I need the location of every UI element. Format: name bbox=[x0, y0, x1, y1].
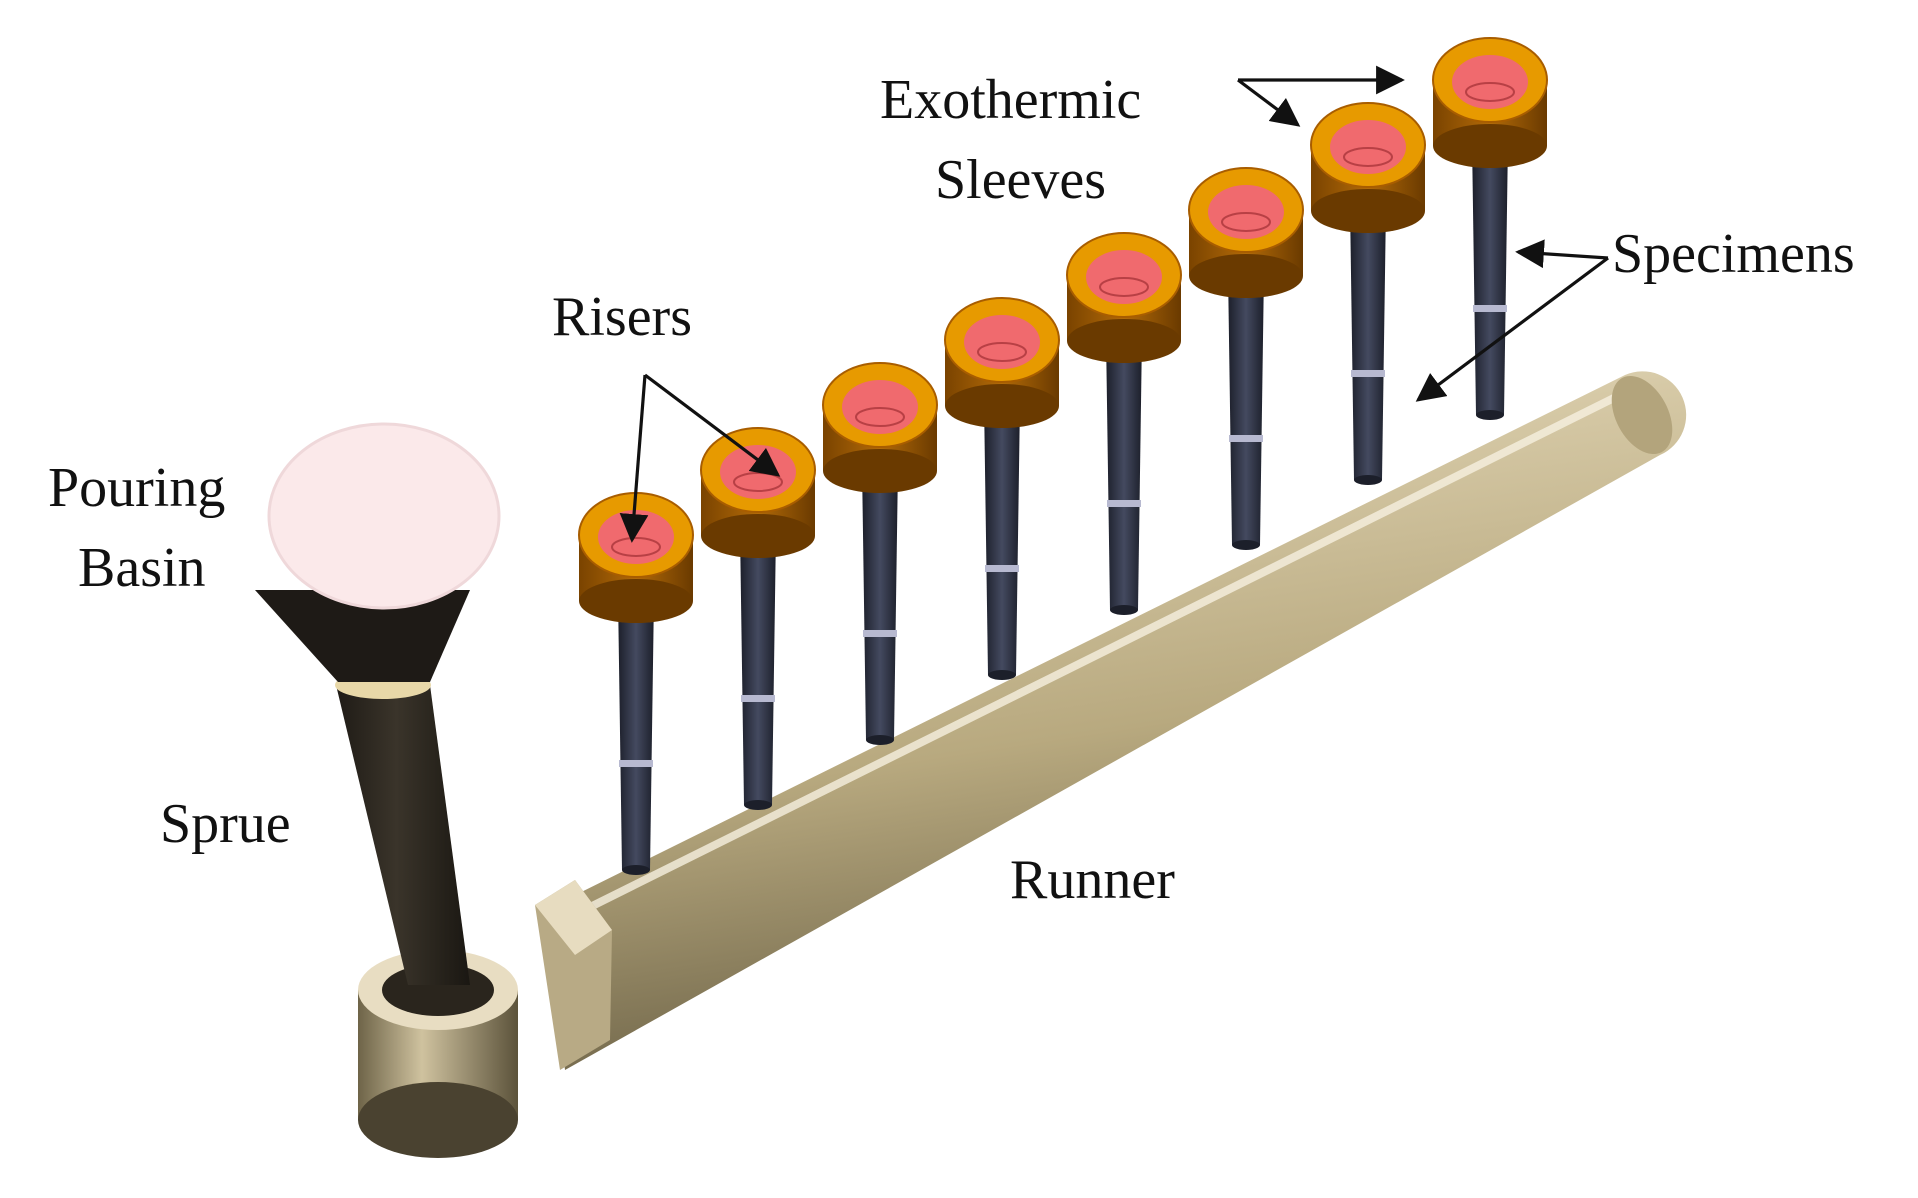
specimen-band bbox=[619, 760, 653, 767]
specimen-foot bbox=[1476, 410, 1504, 420]
sleeve-bottom bbox=[1067, 319, 1181, 363]
riser-neck bbox=[1221, 212, 1271, 232]
pouring-basin bbox=[255, 422, 501, 682]
sleeve-bottom bbox=[701, 514, 815, 558]
specimen-foot bbox=[1354, 475, 1382, 485]
runner-bar bbox=[535, 371, 1687, 1070]
label-sprue: Sprue bbox=[160, 793, 291, 855]
label-pouring-basin-2: Basin bbox=[78, 537, 206, 599]
specimen-band bbox=[985, 565, 1019, 572]
sleeve-bottom bbox=[945, 384, 1059, 428]
specimen-stem bbox=[1106, 335, 1142, 610]
label-exothermic: Exothermic bbox=[880, 69, 1141, 131]
specimen-band bbox=[1107, 500, 1141, 507]
sleeve-bottom bbox=[1433, 124, 1547, 168]
specimen-foot bbox=[622, 865, 650, 875]
riser-neck bbox=[1099, 277, 1149, 297]
riser-neck bbox=[1343, 147, 1393, 167]
riser-neck bbox=[855, 407, 905, 427]
specimens-arrow-1 bbox=[1515, 239, 1609, 269]
specimen-band bbox=[1351, 370, 1385, 377]
risers-arrow-2 bbox=[644, 373, 781, 477]
exothermic-arrow-2 bbox=[1237, 78, 1301, 127]
specimen-foot bbox=[1232, 540, 1260, 550]
label-runner: Runner bbox=[1010, 849, 1175, 911]
specimen-stem bbox=[1472, 140, 1508, 415]
sleeve-rim bbox=[1432, 37, 1548, 123]
sleeve-bottom bbox=[579, 579, 693, 623]
specimen-stem bbox=[984, 400, 1020, 675]
label-pouring-basin-1: Pouring bbox=[48, 457, 225, 519]
sleeve-rim bbox=[700, 427, 816, 513]
sleeve-rim bbox=[944, 297, 1060, 383]
label-sleeves: Sleeves bbox=[935, 149, 1106, 211]
specimen-stem bbox=[862, 465, 898, 740]
specimen-foot bbox=[1110, 605, 1138, 615]
specimen-1 bbox=[578, 492, 694, 875]
specimen-8 bbox=[1432, 37, 1548, 420]
specimen-2 bbox=[700, 427, 816, 810]
label-specimens: Specimens bbox=[1612, 223, 1855, 285]
specimen-3 bbox=[822, 362, 938, 745]
sleeve-bottom bbox=[823, 449, 937, 493]
specimen-foot bbox=[866, 735, 894, 745]
specimen-7 bbox=[1310, 102, 1426, 485]
sleeve-rim bbox=[1310, 102, 1426, 188]
specimen-4 bbox=[944, 297, 1060, 680]
riser-neck bbox=[1465, 82, 1515, 102]
specimen-6 bbox=[1188, 167, 1304, 550]
labels: Pouring Basin Sprue Runner Risers Exothe… bbox=[48, 69, 1855, 911]
sleeve-rim bbox=[1188, 167, 1304, 253]
specimen-foot bbox=[988, 670, 1016, 680]
specimen-5 bbox=[1066, 232, 1182, 615]
risers-arrow-1 bbox=[619, 374, 649, 543]
specimen-stem bbox=[1228, 270, 1264, 545]
specimen-foot bbox=[744, 800, 772, 810]
specimen-stem bbox=[618, 595, 654, 870]
sleeve-bottom bbox=[1189, 254, 1303, 298]
specimens-arrow-2 bbox=[1415, 256, 1609, 402]
specimen-band bbox=[863, 630, 897, 637]
annotation-arrows bbox=[619, 65, 1609, 543]
specimen-band bbox=[1473, 305, 1507, 312]
specimen-group bbox=[578, 37, 1548, 875]
riser-neck bbox=[977, 342, 1027, 362]
specimen-band bbox=[1229, 435, 1263, 442]
sleeve-rim bbox=[822, 362, 938, 448]
sprue bbox=[335, 671, 470, 985]
sleeve-rim bbox=[1066, 232, 1182, 318]
label-risers: Risers bbox=[552, 286, 692, 348]
specimen-stem bbox=[1350, 205, 1386, 480]
specimen-stem bbox=[740, 530, 776, 805]
sleeve-bottom bbox=[1311, 189, 1425, 233]
specimen-band bbox=[741, 695, 775, 702]
